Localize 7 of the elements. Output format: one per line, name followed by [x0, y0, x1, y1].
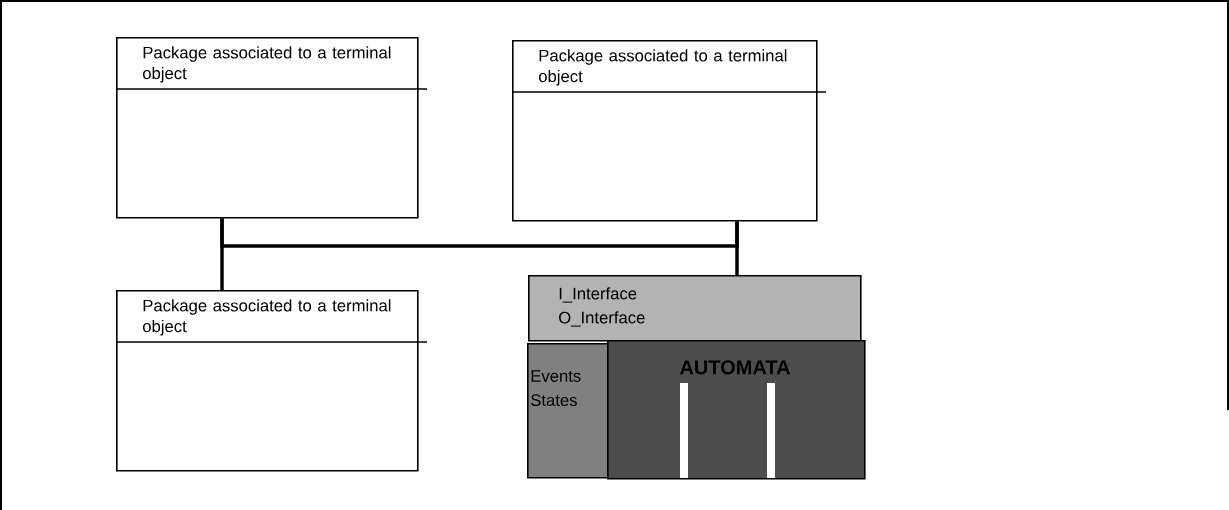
interface-box: I_Interface O_Interface	[528, 275, 862, 342]
package-box: Package associated to a terminal object	[511, 40, 827, 222]
events-box: Events States	[527, 343, 609, 479]
package-box: Package associated to a terminal object	[115, 290, 428, 472]
package-box: Package associated to a terminal object	[115, 37, 428, 219]
automata-box: AUTOMATA	[607, 340, 866, 480]
connector-line	[735, 221, 739, 275]
